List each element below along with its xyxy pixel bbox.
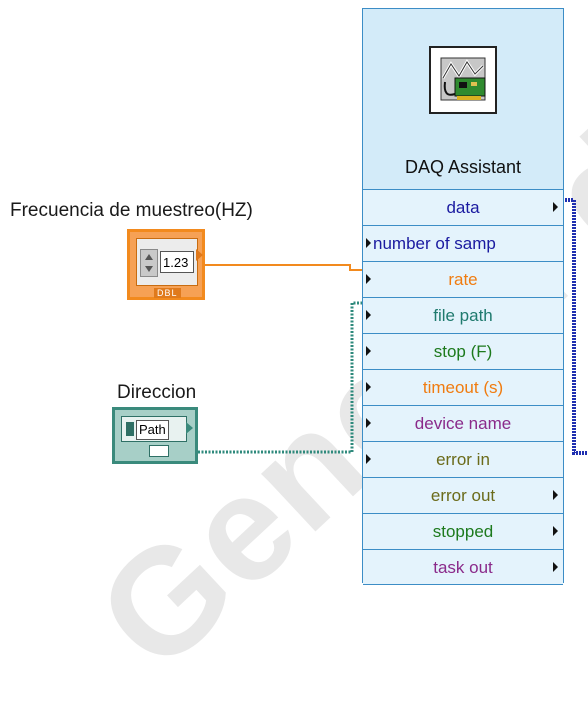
frequency-numeric-control[interactable]: 1.23 DBL xyxy=(127,229,205,300)
terminal-device-name[interactable]: device name xyxy=(363,405,563,441)
block-diagram-wires xyxy=(198,198,588,455)
direction-path-control[interactable]: Path xyxy=(112,407,198,464)
terminal-stop[interactable]: stop (F) xyxy=(363,333,563,369)
terminal-list: data number of samp rate file path stop … xyxy=(363,189,563,585)
file-path-wire xyxy=(198,301,365,454)
terminal-error-in[interactable]: error in xyxy=(363,441,563,477)
increment-arrows-icon xyxy=(140,249,158,277)
type-badge: DBL xyxy=(154,288,181,298)
direction-label: Direccion xyxy=(117,382,197,403)
terminal-rate[interactable]: rate xyxy=(363,261,563,297)
daq-assistant-title: DAQ Assistant xyxy=(404,157,522,177)
path-type-icon xyxy=(149,445,169,457)
data-output-wire xyxy=(565,198,588,455)
output-terminal-icon xyxy=(196,249,203,261)
file-icon xyxy=(126,422,134,436)
terminal-number-of-samples[interactable]: number of samp xyxy=(363,225,563,261)
terminal-data[interactable]: data xyxy=(363,189,563,225)
terminal-error-out[interactable]: error out xyxy=(363,477,563,513)
rate-wire xyxy=(205,264,365,271)
terminal-stopped[interactable]: stopped xyxy=(363,513,563,549)
frequency-value: 1.23 xyxy=(160,251,194,273)
daq-card-icon xyxy=(429,46,497,114)
terminal-timeout[interactable]: timeout (s) xyxy=(363,369,563,405)
terminal-task-out[interactable]: task out xyxy=(363,549,563,585)
frequency-label: Frecuencia de muestreo(HZ) xyxy=(10,200,253,221)
daq-assistant-node[interactable]: DAQ Assistant data number of samp rate f… xyxy=(362,8,564,585)
direction-value: Path xyxy=(136,420,169,440)
output-terminal-icon xyxy=(186,422,193,434)
terminal-file-path[interactable]: file path xyxy=(363,297,563,333)
